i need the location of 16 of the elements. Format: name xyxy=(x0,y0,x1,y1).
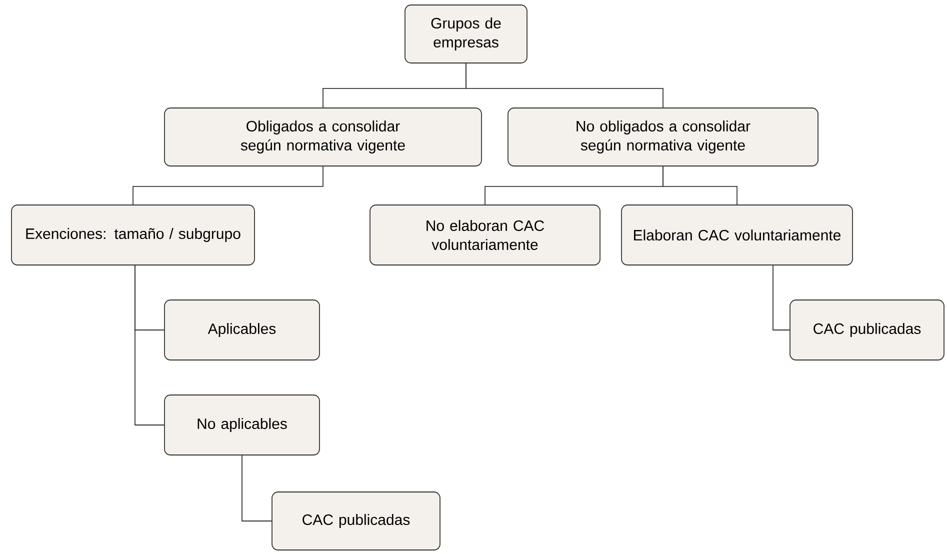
box: Aplicables xyxy=(164,300,320,360)
connector xyxy=(466,63,664,108)
box: No obligados a consolidar según normativa vigente xyxy=(508,108,818,166)
connector xyxy=(662,166,738,205)
connector xyxy=(772,265,790,330)
box: Grupos de empresas xyxy=(404,4,528,64)
connector xyxy=(132,166,324,205)
box: CAC publicadas xyxy=(790,300,944,360)
box: Obligados a consolidar según normativa vigente xyxy=(164,108,482,166)
connector xyxy=(134,265,164,426)
box: No aplicables xyxy=(164,394,320,456)
box: Elaboran CAC voluntariamente xyxy=(621,204,853,266)
box: Exenciones: tamaño / subgrupo xyxy=(11,204,255,266)
box: CAC publicadas xyxy=(272,492,440,550)
box: No elaboran CAC voluntariamente xyxy=(370,204,600,266)
connector xyxy=(242,455,272,522)
